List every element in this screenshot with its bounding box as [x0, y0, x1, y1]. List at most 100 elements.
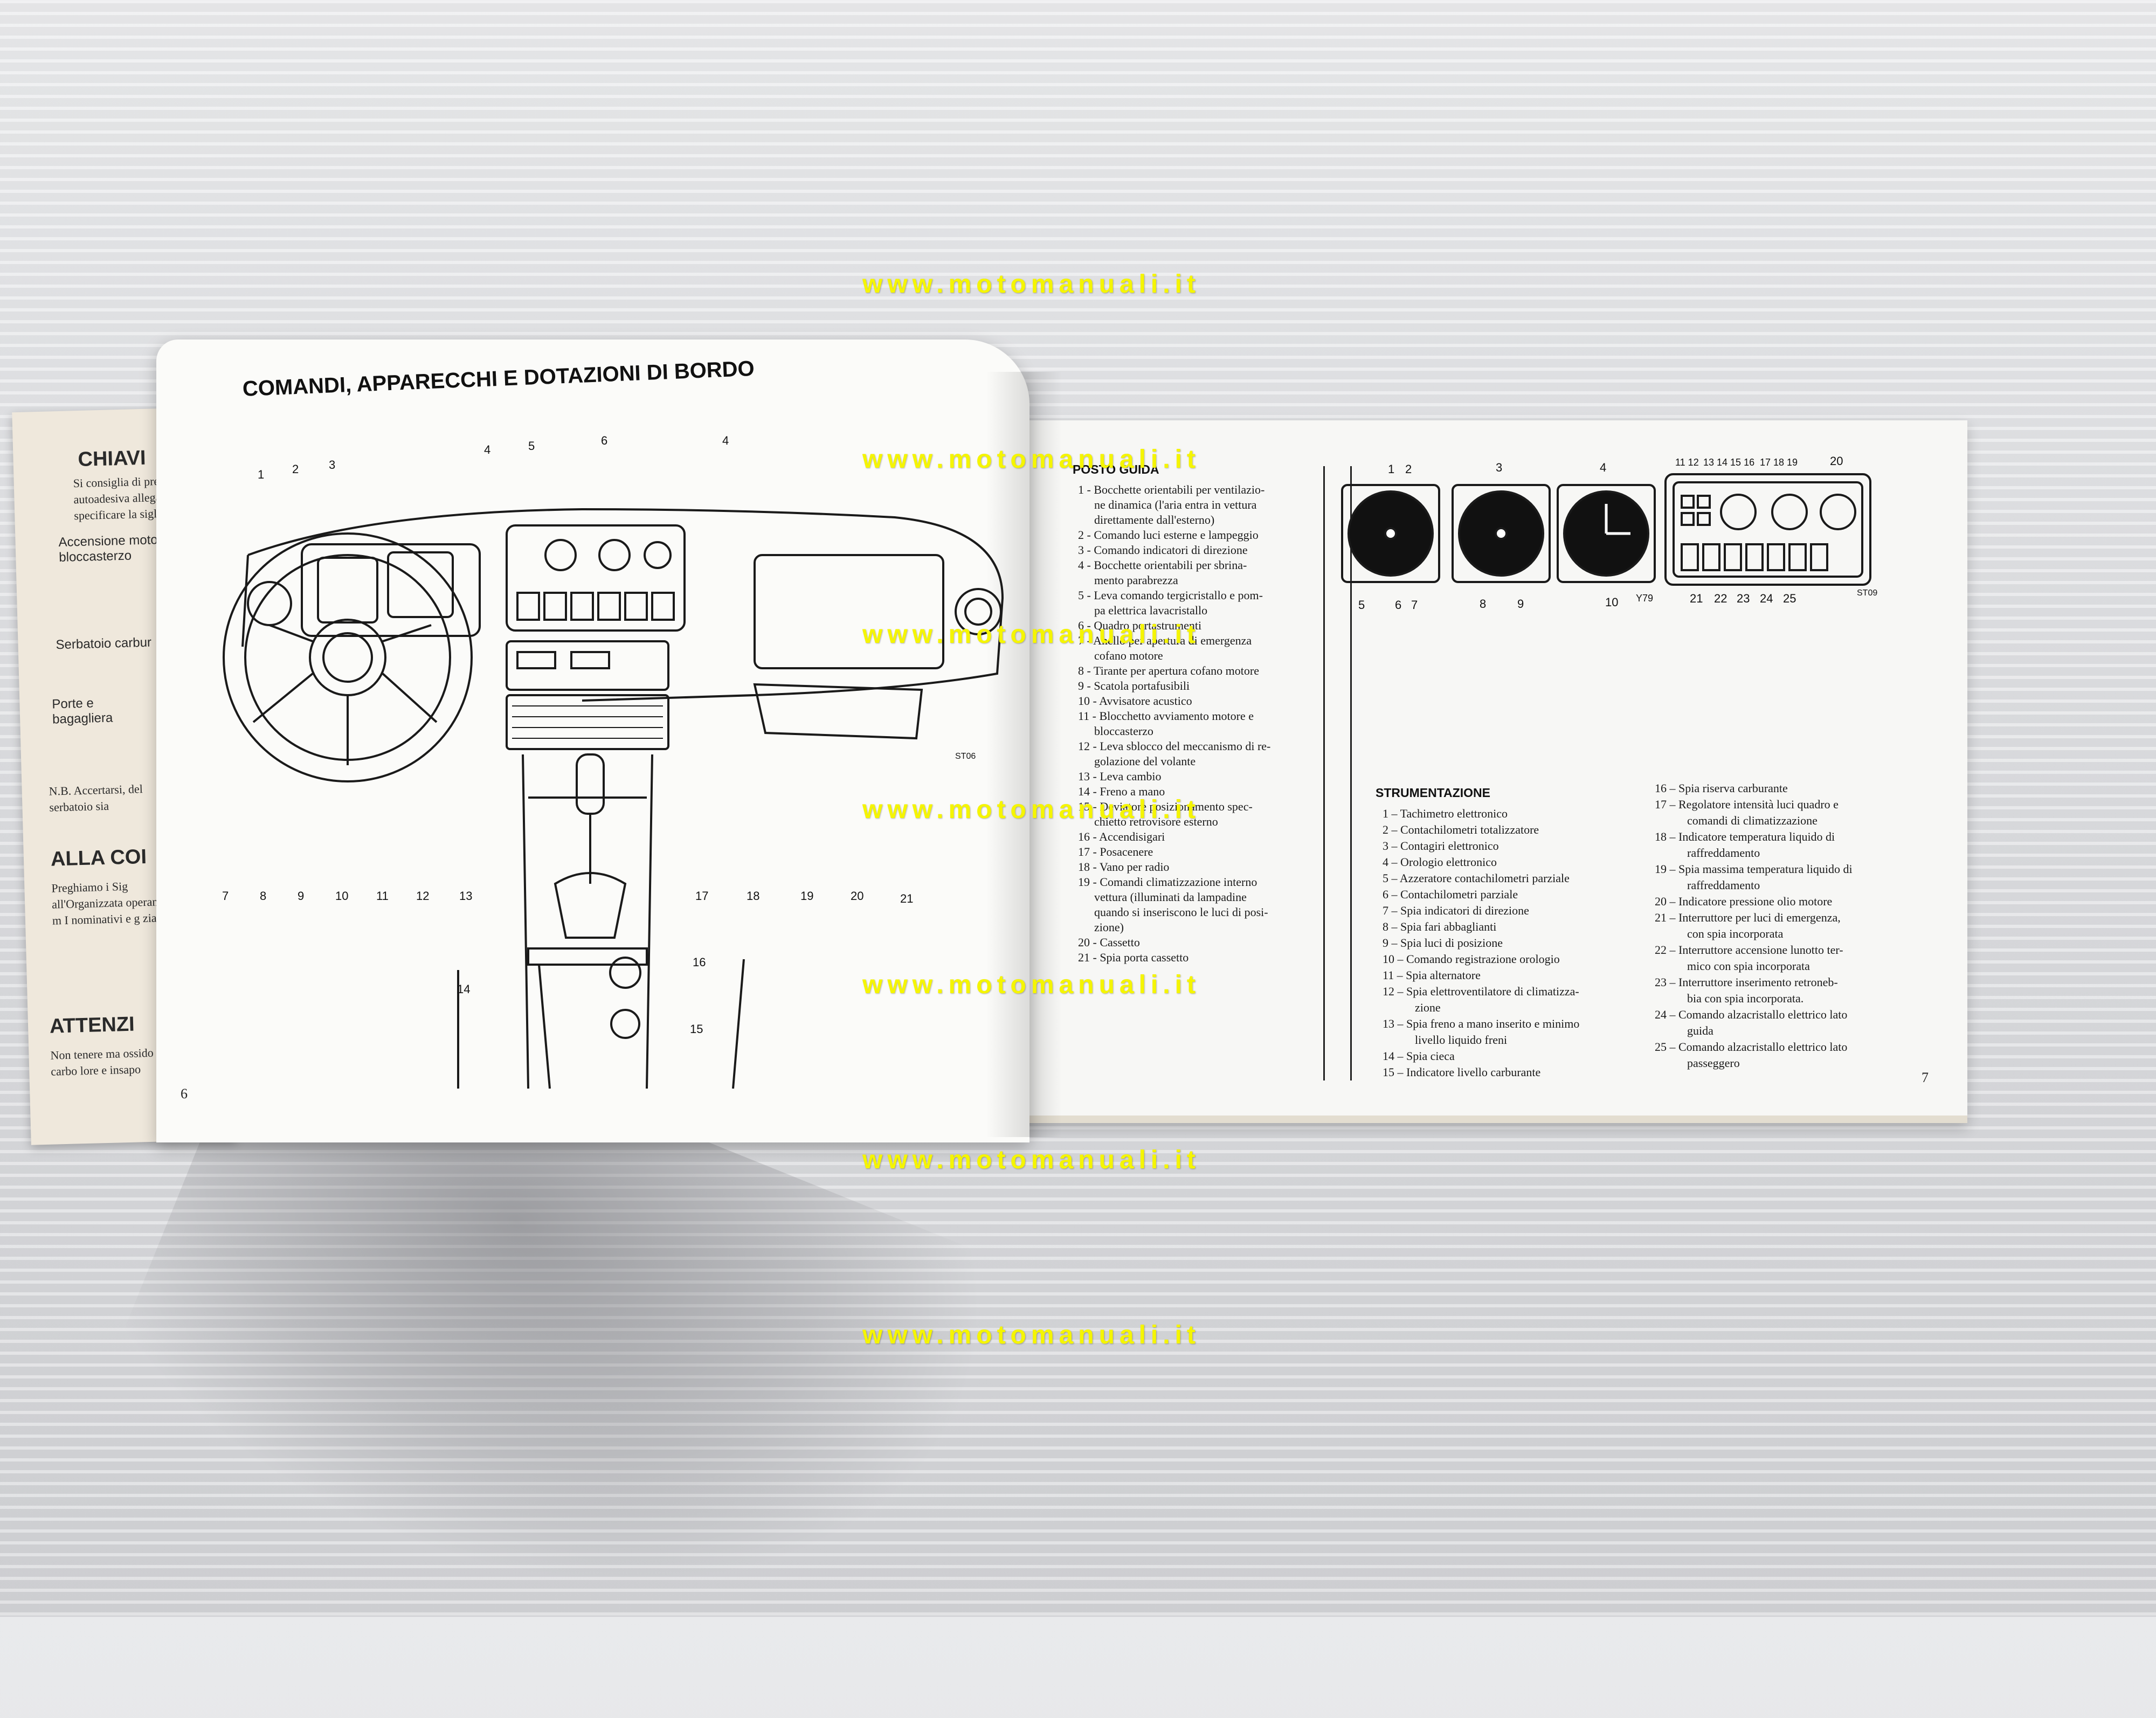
page-number-left: 6: [181, 1086, 188, 1102]
gauge-callout-21: 21: [1690, 592, 1703, 605]
callout-16: 16: [693, 955, 706, 969]
list-item: 13 - Leva cambio: [1078, 770, 1162, 783]
gauge-callout-23: 23: [1737, 592, 1750, 605]
list-item: 18 – Indicatore temperatura liquido di: [1655, 830, 1835, 843]
list-item: 6 – Contachilometri parziale: [1383, 888, 1518, 901]
posto-guida-list: 1 - Bocchette orientabili per ventilazio…: [1078, 482, 1315, 965]
callout-5: 5: [528, 439, 535, 453]
list-item: 25 – Comando alzacristallo elettrico lat…: [1655, 1040, 1848, 1054]
heading-chiavi: CHIAVI: [78, 446, 147, 472]
list-item: 6 - Quadro portastrumenti: [1078, 619, 1202, 632]
gauge-callout-4: 4: [1600, 461, 1607, 474]
callout-8: 8: [260, 889, 267, 903]
list-item: bia con spia incorporata.: [1687, 992, 1804, 1005]
watermark-7: www.motomanuali.it: [862, 1321, 1200, 1349]
heading-alla: ALLA COI: [50, 845, 147, 871]
page-number-right: 7: [1922, 1070, 1929, 1085]
list-item: 14 - Freno a mano: [1078, 785, 1165, 798]
strumentazione-heading: STRUMENTAZIONE: [1376, 786, 1490, 800]
posto-guida-heading: POSTO GUIDA: [1073, 462, 1159, 476]
list-item: raffreddamento: [1687, 846, 1760, 860]
watermark-6: www.motomanuali.it: [862, 1146, 1200, 1174]
list-item: 12 - Leva sblocco del meccanismo di re-: [1078, 739, 1271, 753]
gauge-callout-1: 1: [1388, 462, 1395, 476]
heading-attenzione: ATTENZI: [49, 1013, 135, 1038]
gauge-callout-22: 22: [1714, 592, 1727, 605]
gauge-callout-10: 10: [1605, 595, 1619, 609]
list-item: direttamente dall'esterno): [1094, 513, 1215, 527]
callout-11: 11: [376, 889, 389, 903]
label-fuel: Serbatoio carbur: [56, 635, 152, 653]
list-item: 8 - Tirante per apertura cofano motore: [1078, 664, 1259, 677]
list-item: 20 – Indicatore pressione olio motore: [1655, 895, 1833, 908]
list-item: 24 – Comando alzacristallo elettrico lat…: [1655, 1008, 1848, 1021]
list-item: 21 – Interruttore per luci di emergenza,: [1655, 911, 1841, 924]
dashboard-illustration: [223, 508, 1004, 1089]
watermark-2: www.motomanuali.it: [862, 445, 1200, 474]
list-item: 13 – Spia freno a mano inserito e minimo: [1383, 1017, 1580, 1030]
list-item: 4 – Orologio elettronico: [1383, 855, 1497, 869]
list-item: 9 - Scatola portafusibili: [1078, 679, 1190, 692]
list-item: con spia incorporata: [1687, 927, 1784, 940]
list-item: 22 – Interruttore accensione lunotto ter…: [1655, 943, 1843, 957]
list-item: 19 – Spia massima temperatura liquido di: [1655, 862, 1853, 876]
callout-2: 2: [292, 462, 299, 476]
callout-1: 1: [258, 468, 265, 481]
list-item: 4 - Bocchette orientabili per sbrina-: [1078, 558, 1247, 572]
left-page: [156, 340, 1029, 1142]
gauge-callout-2: 2: [1405, 462, 1412, 476]
list-item: chietto retrovisore esterno: [1094, 815, 1218, 828]
callout-19: 19: [800, 889, 814, 903]
list-item: 1 – Tachimetro elettronico: [1383, 807, 1508, 820]
column-divider-2: [1350, 466, 1352, 1080]
list-item: 17 - Posacenere: [1078, 845, 1153, 858]
callout-13: 13: [459, 889, 473, 903]
list-item: 7 - Anello per apertura di emergenza: [1078, 634, 1252, 647]
list-item: bloccasterzo: [1094, 724, 1153, 738]
gauge-callout-17-19: 17 18 19: [1760, 457, 1798, 468]
callout-20: 20: [851, 889, 864, 903]
list-item: passeggero: [1687, 1056, 1740, 1070]
list-item: 9 – Spia luci di posizione: [1383, 936, 1503, 950]
list-item: quando si inseriscono le luci di posi-: [1094, 905, 1268, 919]
list-item: 3 - Comando indicatori di direzione: [1078, 543, 1248, 557]
figure-code-st06: ST06: [955, 752, 976, 761]
list-item: 17 – Regolatore intensità luci quadro e: [1655, 798, 1839, 811]
label-doors: Porte e bagagliera: [52, 696, 113, 727]
gauge-callout-6: 6: [1395, 598, 1402, 612]
list-item: 10 - Avvisatore acustico: [1078, 694, 1192, 708]
list-item: 23 – Interruttore inserimento retroneb-: [1655, 975, 1838, 989]
list-item: 10 – Comando registrazione orologio: [1383, 952, 1560, 966]
list-item: 15 – Indicatore livello carburante: [1383, 1065, 1541, 1079]
instrument-cluster-illustration: [1341, 473, 1871, 586]
list-item: 20 - Cassetto: [1078, 936, 1140, 949]
list-item: 11 - Blocchetto avviamento motore e: [1078, 709, 1254, 723]
list-item: guida: [1687, 1024, 1713, 1037]
gauge-callout-3: 3: [1496, 461, 1503, 474]
list-item: 7 – Spia indicatori di direzione: [1383, 904, 1529, 917]
gauge-callout-20: 20: [1830, 454, 1843, 468]
list-item: zione: [1415, 1001, 1441, 1014]
list-item: cofano motore: [1094, 649, 1163, 662]
callout-6: 6: [601, 434, 608, 447]
watermark-5: www.motomanuali.it: [862, 971, 1200, 999]
callout-12: 12: [416, 889, 430, 903]
column-divider-1: [1323, 466, 1325, 1080]
gauge-callout-25: 25: [1783, 592, 1796, 605]
figure-code-st09: ST09: [1857, 588, 1878, 598]
list-item: ne dinamica (l'aria entra in vettura: [1094, 498, 1257, 511]
callout-9: 9: [298, 889, 305, 903]
list-item: mento parabrezza: [1094, 573, 1178, 587]
watermark-4: www.motomanuali.it: [862, 795, 1200, 824]
gauge-callout-24: 24: [1760, 592, 1773, 605]
list-item: 12 – Spia elettroventilatore di climatiz…: [1383, 985, 1579, 998]
list-item: 18 - Vano per radio: [1078, 860, 1170, 874]
list-item: 15 - Deviatore posizionamento spec-: [1078, 800, 1253, 813]
gauge-callout-13-16: 13 14 15 16: [1703, 457, 1755, 468]
list-item: 8 – Spia fari abbaglianti: [1383, 920, 1497, 933]
strumentazione-list-a: 1 – Tachimetro elettronico 2 – Contachil…: [1383, 806, 1641, 1080]
gauge-callout-8: 8: [1480, 597, 1487, 611]
list-item: comandi di climatizzazione: [1687, 814, 1818, 827]
book-gutter: [986, 372, 1062, 1137]
callout-21: 21: [900, 892, 914, 905]
